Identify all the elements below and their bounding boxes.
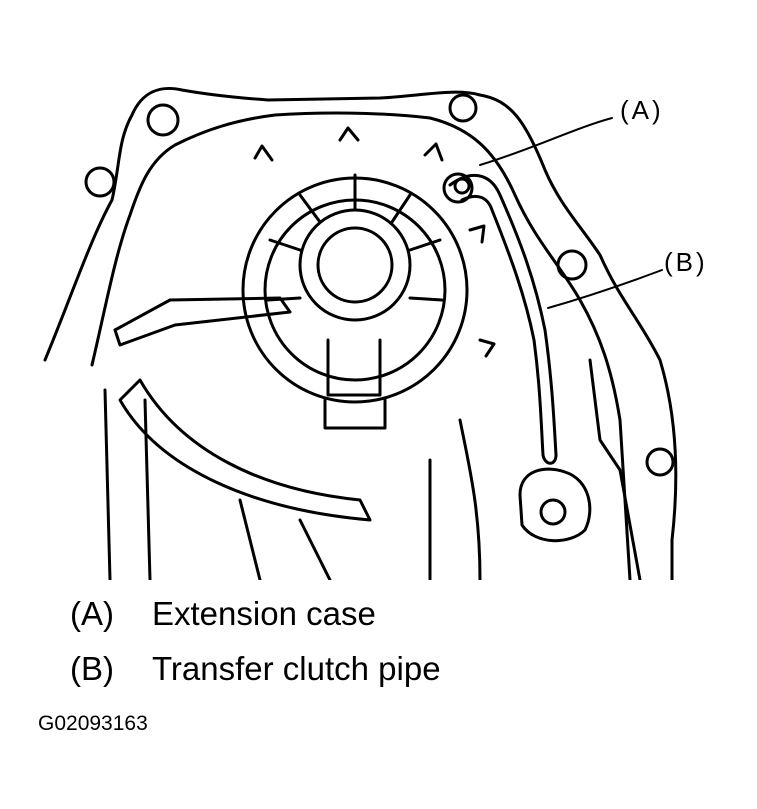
- bolt-hole: [448, 93, 478, 123]
- legend-item: (A) Extension case: [70, 595, 376, 633]
- legend-label: Extension case: [152, 595, 376, 632]
- shaft-inner: [316, 226, 394, 304]
- curved-guard: [118, 378, 372, 522]
- callout-b: (B): [664, 247, 708, 277]
- callout-a: (A): [620, 95, 664, 125]
- bolt-hole: [146, 103, 180, 137]
- bolt-hole: [556, 249, 588, 281]
- lever-arm: [113, 296, 292, 347]
- bolt-hole: [539, 498, 567, 526]
- bolt-hole: [84, 166, 116, 198]
- legend-item: (B) Transfer clutch pipe: [70, 650, 441, 688]
- legend-key: (B): [70, 650, 114, 687]
- extension-case-outline: [43, 86, 678, 580]
- leader-line-b: [547, 269, 663, 309]
- figure-id: G02093163: [38, 712, 148, 735]
- leader-line-a: [479, 117, 613, 166]
- bolt-hole: [645, 447, 675, 477]
- legend-key: (A): [70, 595, 114, 632]
- drum-outer: [241, 176, 469, 404]
- shaft-outer: [298, 208, 412, 322]
- legend-label: Transfer clutch pipe: [152, 650, 441, 687]
- pipe-mount-boss: [518, 467, 592, 543]
- extension-case-diagram: [43, 86, 678, 580]
- inner-case-rim: [90, 111, 632, 580]
- transfer-clutch-pipe-inner: [460, 194, 545, 457]
- pipe-fitting: [442, 172, 474, 204]
- transfer-clutch-pipe: [448, 173, 558, 457]
